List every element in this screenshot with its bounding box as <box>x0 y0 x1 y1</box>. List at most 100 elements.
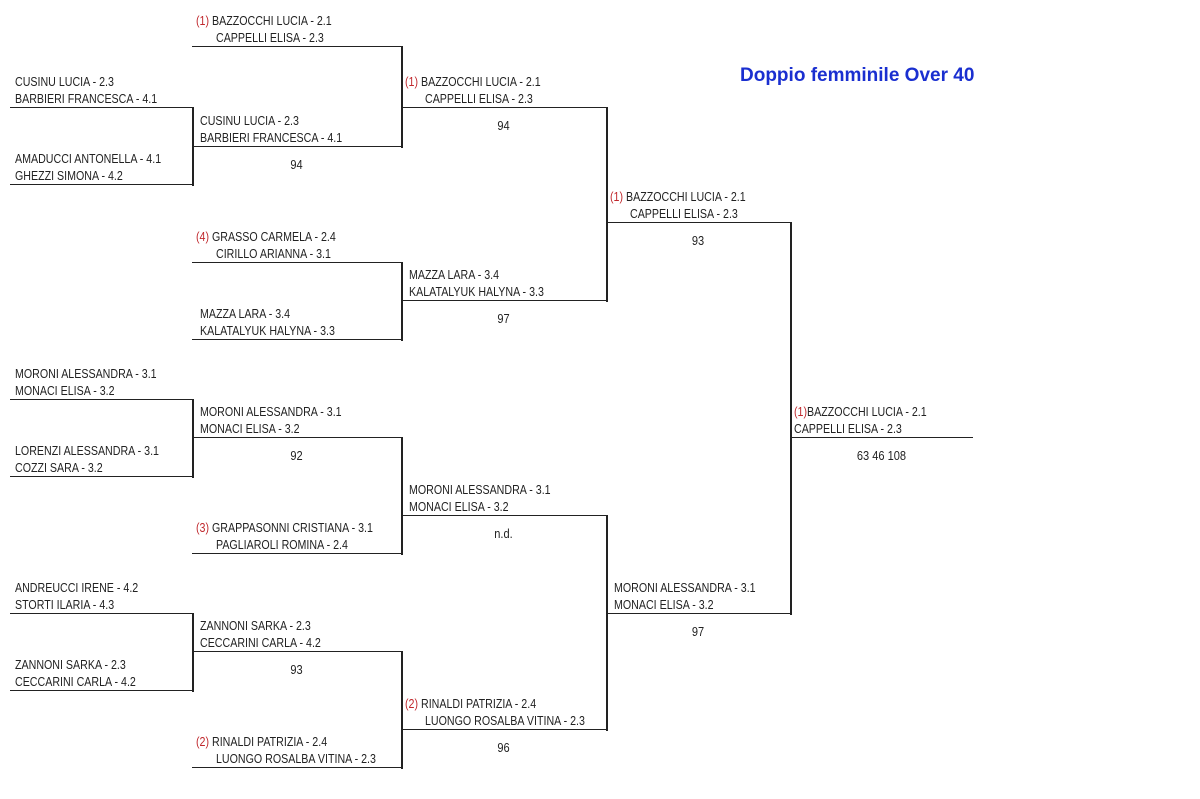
bracket-title: Doppio femminile Over 40 <box>740 65 975 86</box>
player-name: KALATALYUK HALYNA - 3.3 <box>409 284 544 299</box>
player-name: ZANNONI SARKA - 2.3 <box>200 618 311 633</box>
match-score: 94 <box>290 157 303 172</box>
player-name: MAZZA LARA - 3.4 <box>409 267 500 282</box>
player-line: CAPPELLI ELISA - 2.3 <box>794 421 902 437</box>
player-name: BAZZOCCHI LUCIA - 2.1 <box>807 404 927 419</box>
bracket-connector <box>192 613 194 692</box>
player-line: (3) GRAPPASONNI CRISTIANA - 3.1 <box>196 520 373 536</box>
player-name: PAGLIAROLI ROMINA - 2.4 <box>216 537 348 552</box>
bracket-connector <box>401 651 403 769</box>
player-line: STORTI ILARIA - 4.3 <box>15 597 114 613</box>
match-score: 93 <box>691 233 705 248</box>
player-line: CAPPELLI ELISA - 2.3 <box>630 206 738 222</box>
match-score: 97 <box>497 311 510 326</box>
player-line: (2) RINALDI PATRIZIA - 2.4 <box>196 734 327 750</box>
player-name: LORENZI ALESSANDRA - 3.1 <box>15 443 159 458</box>
player-line: CUSINU LUCIA - 2.3 <box>200 113 299 129</box>
player-line: KALATALYUK HALYNA - 3.3 <box>200 323 335 339</box>
player-name: RINALDI PATRIZIA - 2.4 <box>212 734 328 749</box>
player-name: CAPPELLI ELISA - 2.3 <box>630 206 738 221</box>
player-name: CUSINU LUCIA - 2.3 <box>200 113 299 128</box>
player-line: ZANNONI SARKA - 2.3 <box>15 657 126 673</box>
player-name: STORTI ILARIA - 4.3 <box>15 597 115 612</box>
player-name: MONACI ELISA - 3.2 <box>614 597 714 612</box>
player-line: BARBIERI FRANCESCA - 4.1 <box>200 130 342 146</box>
player-line: (2) RINALDI PATRIZIA - 2.4 <box>405 696 536 712</box>
player-name: CECCARINI CARLA - 4.2 <box>200 635 321 650</box>
player-line: CAPPELLI ELISA - 2.3 <box>425 91 533 107</box>
bracket-connector <box>401 46 403 148</box>
player-name: CAPPELLI ELISA - 2.3 <box>216 30 324 45</box>
player-name: BAZZOCCHI LUCIA - 2.1 <box>626 189 746 204</box>
player-name: LUONGO ROSALBA VITINA - 2.3 <box>216 751 376 766</box>
seed-badge: (4) <box>196 229 210 244</box>
player-line: ANDREUCCI IRENE - 4.2 <box>15 580 138 596</box>
bracket-connector <box>606 515 608 731</box>
player-line: KALATALYUK HALYNA - 3.3 <box>409 284 544 300</box>
player-line: MORONI ALESSANDRA - 3.1 <box>200 404 342 420</box>
match-score: n.d. <box>494 526 513 541</box>
match-score: 94 <box>497 118 510 133</box>
player-name: MORONI ALESSANDRA - 3.1 <box>200 404 342 419</box>
player-line: MONACI ELISA - 3.2 <box>409 499 509 515</box>
player-line: CAPPELLI ELISA - 2.3 <box>216 30 324 46</box>
player-line: (1) BAZZOCCHI LUCIA - 2.1 <box>610 189 746 205</box>
player-name: CIRILLO ARIANNA - 3.1 <box>216 246 331 261</box>
player-name: BAZZOCCHI LUCIA - 2.1 <box>212 13 332 28</box>
seed-badge: (1) <box>610 189 624 204</box>
seed-badge: (1) <box>405 74 419 89</box>
player-name: GRAPPASONNI CRISTIANA - 3.1 <box>212 520 373 535</box>
player-line: MORONI ALESSANDRA - 3.1 <box>409 482 551 498</box>
player-name: MORONI ALESSANDRA - 3.1 <box>15 366 157 381</box>
player-name: MAZZA LARA - 3.4 <box>200 306 291 321</box>
player-line: CIRILLO ARIANNA - 3.1 <box>216 246 331 262</box>
seed-badge: (3) <box>196 520 210 535</box>
player-line: (1) BAZZOCCHI LUCIA - 2.1 <box>196 13 332 29</box>
player-name: MORONI ALESSANDRA - 3.1 <box>614 580 756 595</box>
seed-badge: (2) <box>196 734 210 749</box>
player-line: MORONI ALESSANDRA - 3.1 <box>614 580 756 596</box>
player-line: LORENZI ALESSANDRA - 3.1 <box>15 443 159 459</box>
player-line: LUONGO ROSALBA VITINA - 2.3 <box>425 713 585 729</box>
player-line: ZANNONI SARKA - 2.3 <box>200 618 311 634</box>
player-name: AMADUCCI ANTONELLA - 4.1 <box>15 151 162 166</box>
bracket-connector <box>192 399 194 478</box>
player-line: BARBIERI FRANCESCA - 4.1 <box>15 91 157 107</box>
seed-badge: (1) <box>794 404 808 419</box>
player-name: MORONI ALESSANDRA - 3.1 <box>409 482 551 497</box>
bracket-connector <box>606 107 608 302</box>
bracket-connector <box>401 262 403 341</box>
player-line: PAGLIAROLI ROMINA - 2.4 <box>216 537 348 553</box>
player-line: MONACI ELISA - 3.2 <box>15 383 115 399</box>
player-name: CUSINU LUCIA - 2.3 <box>15 74 114 89</box>
player-line: CECCARINI CARLA - 4.2 <box>200 635 321 651</box>
player-name: GRASSO CARMELA - 2.4 <box>212 229 336 244</box>
player-line: MORONI ALESSANDRA - 3.1 <box>15 366 157 382</box>
player-name: LUONGO ROSALBA VITINA - 2.3 <box>425 713 585 728</box>
seed-badge: (2) <box>405 696 419 711</box>
player-name: MONACI ELISA - 3.2 <box>15 383 115 398</box>
player-line: (1) BAZZOCCHI LUCIA - 2.1 <box>405 74 541 90</box>
